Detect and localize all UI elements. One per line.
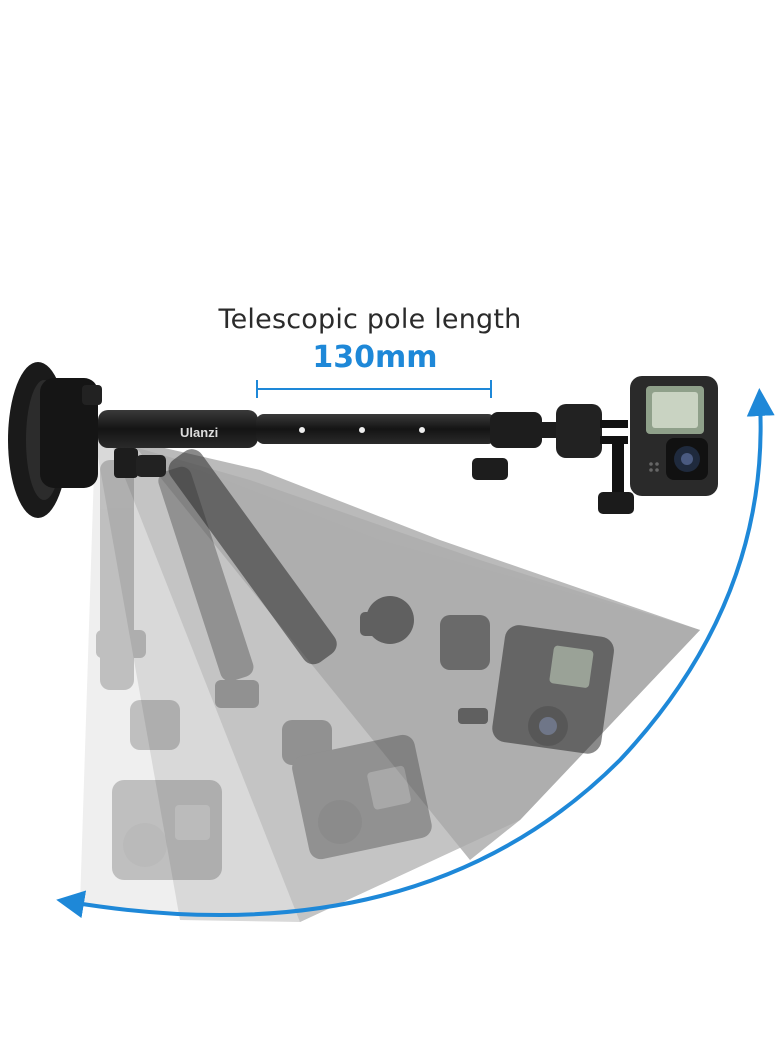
length-indicator — [256, 380, 492, 398]
brand-label: Ulanzi — [180, 425, 218, 440]
caption-value: 130mm — [312, 340, 438, 375]
action-camera-icon — [630, 376, 718, 496]
double-arrow-arc-icon — [56, 388, 775, 919]
caption-title: Telescopic pole length — [218, 304, 522, 335]
suction-cup-icon — [8, 362, 102, 518]
